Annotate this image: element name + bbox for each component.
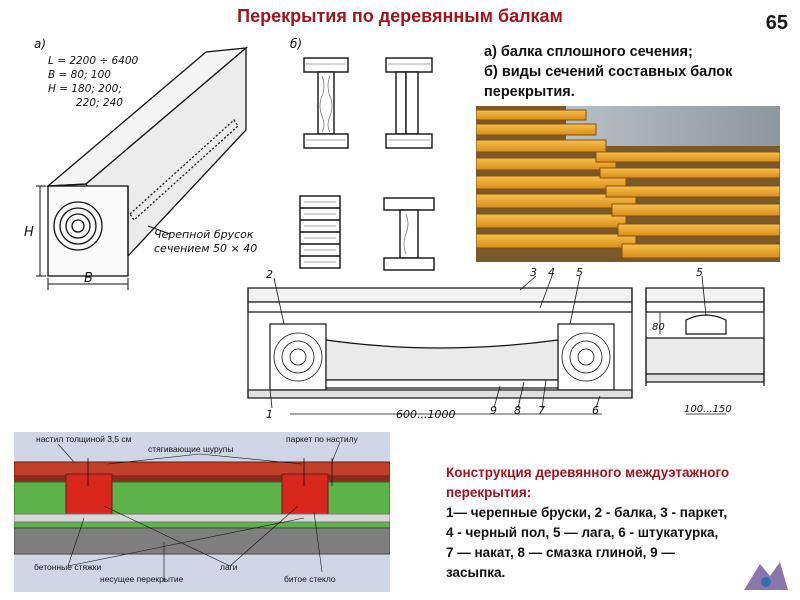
beam-rings <box>273 332 611 382</box>
backfill-layer <box>325 339 559 381</box>
wood-grain-hatching <box>304 63 430 263</box>
section-i-beam-2 <box>385 57 433 149</box>
corner-logo <box>744 562 788 590</box>
legend-line-3: 7 — накат, 8 — смазка глиной, 9 — <box>446 545 675 560</box>
cranial-note-2: сечением 50 × 40 <box>154 242 257 255</box>
label-glass: битое стекло <box>284 574 336 584</box>
bearing-slab <box>14 527 390 555</box>
screws <box>87 458 333 486</box>
beam-right <box>557 323 615 391</box>
page-title: Перекрытия по деревянным балкам <box>237 6 563 26</box>
dim-length: L = 2200 ÷ 6400 <box>48 55 139 67</box>
dimension-lines <box>36 185 171 290</box>
beam-outline <box>46 46 249 277</box>
legend-heading: Конструкция деревянного междуэтажного пе… <box>446 465 730 500</box>
callout-4: 4 <box>548 268 555 279</box>
solid-beam-drawing: а) L = 2200 ÷ 6400 B = 80; 100 H = 180; … <box>24 37 257 290</box>
label-a: а) <box>34 37 46 51</box>
label-deck: настил толщиной 3,5 см <box>36 434 132 444</box>
label-bearing: несущее перекрытие <box>100 574 184 584</box>
cranial-note-1: Черепной брусок <box>154 228 254 241</box>
timber-photo <box>476 106 780 262</box>
rolling-layer <box>325 379 559 389</box>
section-i-beam-3 <box>383 197 435 271</box>
bottom-legend: Конструкция деревянного междуэтажного пе… <box>446 463 786 583</box>
legend-line-1: 1— черепные бруски, 2 - балка, 3 - парке… <box>446 505 728 520</box>
page-number: 65 <box>765 12 788 34</box>
dim-width: B = 80; 100 <box>48 69 111 81</box>
label-H: H <box>24 225 34 240</box>
callout-3: 3 <box>530 268 537 279</box>
label-screws: стягивающие шурупы <box>148 444 234 454</box>
beam-left <box>269 323 327 391</box>
detail-height-dim: 80 <box>652 322 665 333</box>
callout-5: 5 <box>576 268 583 279</box>
composite-sections-drawing: б) <box>290 37 435 271</box>
plaster-layer <box>247 389 633 399</box>
callout-7: 7 <box>538 404 545 417</box>
legend-line-2: 4 - черный пол, 5 — лага, 6 - штукатурка… <box>446 525 719 540</box>
colored-floor-diagram: настил толщиной 3,5 см стягивающие шуруп… <box>14 432 390 592</box>
floor-cross-section: 2 3 4 5 1 9 8 7 6 600...1000 5 80 100...… <box>247 268 765 421</box>
label-b: б) <box>290 37 302 51</box>
label-joists: лаги <box>220 562 238 572</box>
legend-line-4: засыпка. <box>446 565 506 580</box>
detail-joist <box>685 314 727 335</box>
dim-height: H = 180; 200; <box>48 83 122 95</box>
parquet-layer <box>247 287 633 303</box>
stacked-beams <box>476 109 780 259</box>
label-parquet: паркет по настилу <box>286 434 359 444</box>
section-stacked-boards <box>299 195 341 269</box>
label-screeds: бетонные стяжки <box>34 562 101 572</box>
joist-right <box>281 473 329 515</box>
dim-height-2: 220; 240 <box>76 97 123 109</box>
callout-8: 8 <box>514 404 521 417</box>
detail-callout-5: 5 <box>696 268 703 279</box>
joist-left <box>65 473 113 515</box>
top-legend: а) балка сплошного сечения; б) виды сече… <box>484 42 784 102</box>
concrete-screed <box>14 513 390 523</box>
detail-width-dim: 100...150 <box>684 404 732 415</box>
section-i-beam-1 <box>303 57 349 149</box>
legend-item-a: а) балка сплошного сечения; <box>484 44 693 60</box>
label-B: B <box>84 271 93 286</box>
callout-9: 9 <box>490 404 497 417</box>
legend-item-b: б) виды сечений составных балок перекрыт… <box>484 64 733 100</box>
callout-2: 2 <box>266 268 273 281</box>
label-leaders <box>57 441 341 582</box>
callout-6: 6 <box>592 404 599 417</box>
detail-backfill <box>645 337 765 375</box>
span-dimension: 600...1000 <box>396 408 455 421</box>
callout-1: 1 <box>266 408 273 421</box>
warehouse-wall <box>566 106 780 146</box>
callout-leaders <box>269 275 726 415</box>
